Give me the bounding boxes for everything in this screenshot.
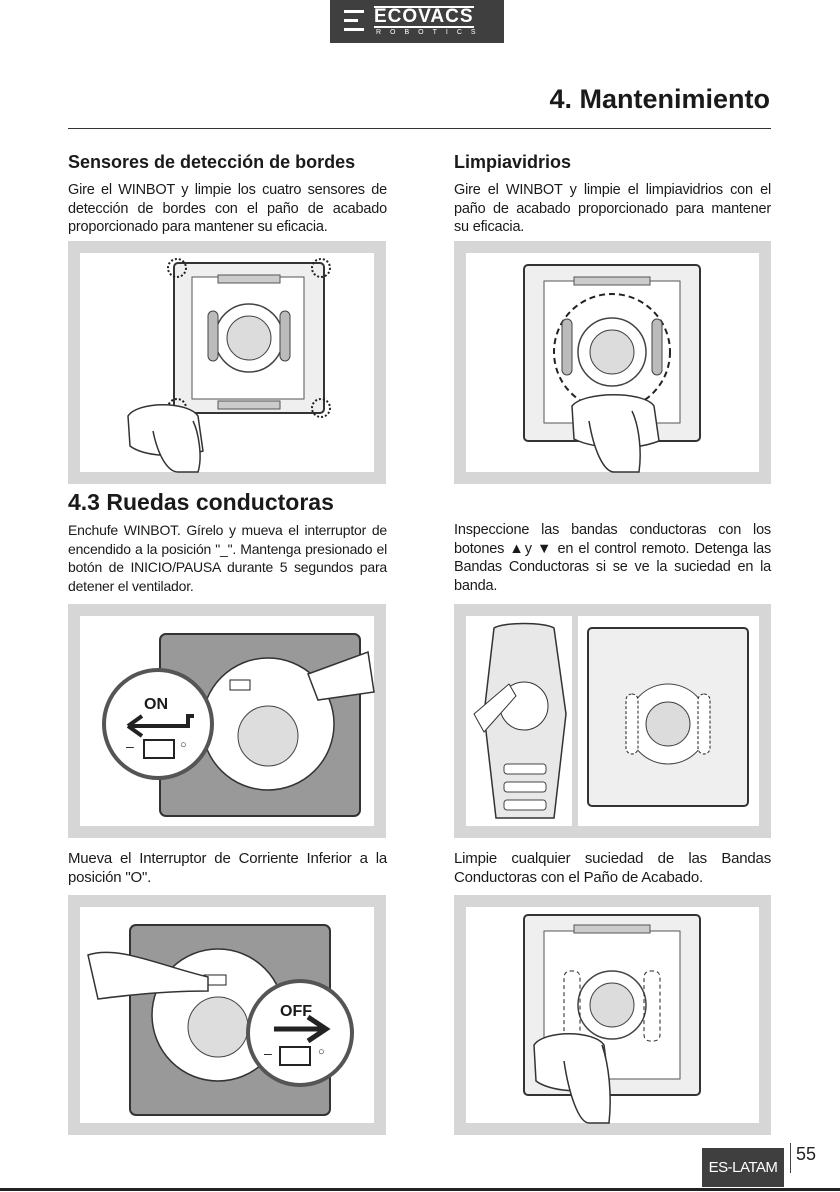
on-label: ON <box>144 696 168 714</box>
switch-minus-mark: – <box>126 738 134 754</box>
bottom-rule <box>0 1188 840 1191</box>
ruedas-text-left: Enchufe WINBOT. Gírelo y mueva el interr… <box>68 521 387 595</box>
figure-switch-on: ON – ○ <box>68 604 386 838</box>
sensores-text: Gire el WINBOT y limpie los cuatro senso… <box>68 181 387 237</box>
language-badge: ES-LATAM <box>702 1148 784 1187</box>
ruedas-text-right2: Limpie cualquier suciedad de las Bandas … <box>454 849 771 887</box>
robot-clean-bands-illustration <box>454 895 771 1135</box>
limpiavidrios-text: Gire el WINBOT y limpie el limpiavidrios… <box>454 181 771 237</box>
switch-off-illustration <box>68 895 386 1135</box>
brand-subtitle: ROBOTICS <box>376 29 485 36</box>
off-label: OFF <box>280 1003 312 1021</box>
page-number: 55 <box>796 1144 816 1165</box>
ruedas-text-right: Inspeccione las bandas conductoras con l… <box>454 521 771 595</box>
figure-squeegee <box>454 241 771 484</box>
page-title: 4. Mantenimiento <box>549 84 770 115</box>
footer-divider <box>790 1143 791 1173</box>
figure-switch-off: OFF – ○ <box>68 895 386 1135</box>
figure-clean-bands <box>454 895 771 1135</box>
switch-circle-mark: ○ <box>180 739 187 751</box>
ruedas-heading: 4.3 Ruedas conductoras <box>68 489 334 516</box>
switch-on-illustration <box>68 604 386 838</box>
ruedas-text-left2: Mueva el Interruptor de Corriente Inferi… <box>68 849 387 887</box>
switch-circle-mark: ○ <box>318 1046 325 1058</box>
robot-squeegee-illustration <box>454 241 771 484</box>
robot-sensors-illustration <box>68 241 386 484</box>
logo-mark-icon <box>344 10 364 32</box>
brand-name: ECOVACS <box>374 6 474 28</box>
title-divider <box>68 128 771 129</box>
brand-logo: ECOVACS ROBOTICS <box>330 0 504 43</box>
sensores-heading: Sensores de detección de bordes <box>68 152 355 173</box>
figure-remote-control <box>454 604 771 838</box>
figure-edge-sensors <box>68 241 386 484</box>
limpiavidrios-heading: Limpiavidrios <box>454 152 571 173</box>
switch-minus-mark: – <box>264 1045 272 1061</box>
remote-and-robot-illustration <box>454 604 771 838</box>
